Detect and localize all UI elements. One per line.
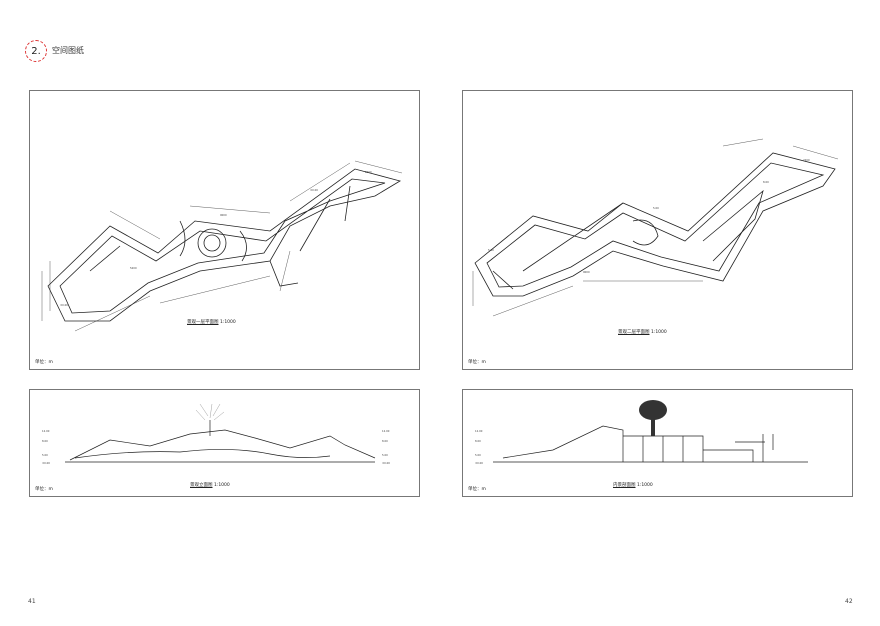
svg-text:5.00: 5.00 bbox=[488, 248, 494, 252]
svg-text:±0.00: ±0.00 bbox=[310, 188, 318, 192]
section-caption: 内景剖面图 1:1000 bbox=[613, 482, 653, 488]
plan-second-floor-drawing: 5.00 9000 5.00 8.00 2200 bbox=[472, 138, 839, 317]
section-unit: 单位：m bbox=[468, 487, 486, 492]
section-number-badge: 2. bbox=[25, 40, 47, 62]
svg-text:±0.00: ±0.00 bbox=[60, 303, 68, 307]
plan-ground-floor-unit: 单位：m bbox=[35, 360, 53, 365]
elevation-drawing: 12.00 8.00 5.00 ±0.00 12.00 8.00 5.00 ±0… bbox=[42, 403, 390, 465]
svg-text:9000: 9000 bbox=[220, 213, 227, 217]
section-title: 空间图纸 bbox=[52, 46, 84, 55]
elevation-scale: 1:1000 bbox=[213, 483, 230, 488]
plan-ground-floor-caption: 景观一层平面图 1:1000 bbox=[187, 319, 236, 325]
svg-text:8.00: 8.00 bbox=[763, 180, 769, 184]
svg-text:±0.00: ±0.00 bbox=[382, 461, 390, 465]
plan-ground-floor-panel: ±0.00 5200 9000 ±0.00 2200 景观一层平面图 1:100… bbox=[29, 90, 420, 370]
svg-text:9000: 9000 bbox=[583, 270, 590, 274]
svg-text:12.00: 12.00 bbox=[475, 429, 483, 433]
elevation-panel: 12.00 8.00 5.00 ±0.00 12.00 8.00 5.00 ±0… bbox=[29, 389, 420, 497]
svg-text:±0.00: ±0.00 bbox=[475, 461, 483, 465]
plan-ground-floor-drawing: ±0.00 5200 9000 ±0.00 2200 bbox=[41, 160, 403, 332]
svg-text:5.00: 5.00 bbox=[653, 206, 659, 210]
svg-text:5200: 5200 bbox=[130, 266, 137, 270]
svg-text:8.00: 8.00 bbox=[382, 439, 388, 443]
plan-ground-floor-title: 景观一层平面图 bbox=[187, 320, 219, 325]
svg-text:2200: 2200 bbox=[803, 158, 810, 162]
svg-text:12.00: 12.00 bbox=[382, 429, 390, 433]
plan-second-floor-panel: 5.00 9000 5.00 8.00 2200 景观二层平面图 1:1000 … bbox=[462, 90, 853, 370]
svg-text:8.00: 8.00 bbox=[475, 439, 481, 443]
section-drawing: 12.00 8.00 5.00 ±0.00 bbox=[475, 400, 808, 465]
svg-text:5.00: 5.00 bbox=[382, 453, 388, 457]
plan-second-floor-scale: 1:1000 bbox=[650, 330, 667, 335]
svg-text:±0.00: ±0.00 bbox=[42, 461, 50, 465]
page-number-right: 42 bbox=[845, 598, 853, 605]
elevation-title: 景观立面图 bbox=[190, 483, 213, 488]
svg-text:8.00: 8.00 bbox=[42, 439, 48, 443]
section-scale: 1:1000 bbox=[636, 483, 653, 488]
svg-text:12.00: 12.00 bbox=[42, 429, 50, 433]
elevation-unit: 单位：m bbox=[35, 487, 53, 492]
plan-second-floor-title: 景观二层平面图 bbox=[618, 330, 650, 335]
section-title: 内景剖面图 bbox=[613, 483, 636, 488]
svg-text:2200: 2200 bbox=[365, 170, 372, 174]
page-number-left: 41 bbox=[28, 598, 36, 605]
plan-second-floor-unit: 单位：m bbox=[468, 360, 486, 365]
elevation-caption: 景观立面图 1:1000 bbox=[190, 482, 230, 488]
svg-text:5.00: 5.00 bbox=[475, 453, 481, 457]
svg-text:5.00: 5.00 bbox=[42, 453, 48, 457]
plan-ground-floor-scale: 1:1000 bbox=[219, 320, 236, 325]
plan-second-floor-caption: 景观二层平面图 1:1000 bbox=[618, 329, 667, 335]
section-panel: 12.00 8.00 5.00 ±0.00 内景剖面图 1:1000 单位：m bbox=[462, 389, 853, 497]
